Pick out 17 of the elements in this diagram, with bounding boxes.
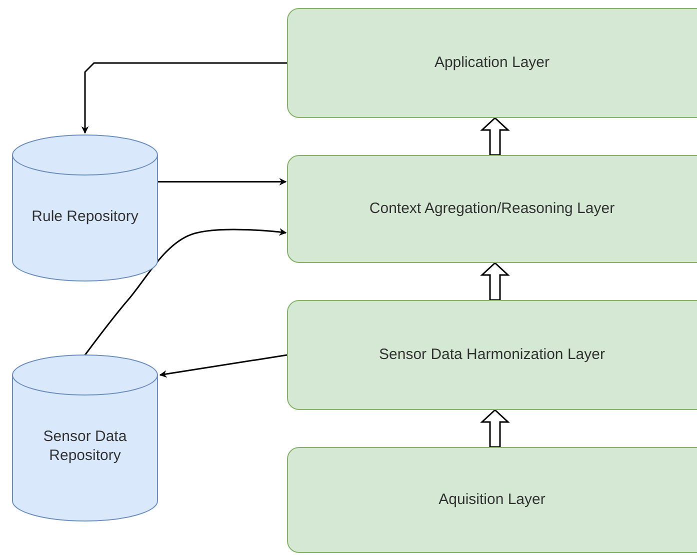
node-label: Context Agregation/Reasoning Layer	[369, 200, 615, 218]
layer-box	[287, 447, 697, 553]
block-arrow	[480, 262, 510, 301]
node-label: Rule Repository	[32, 208, 138, 226]
layer-box	[287, 155, 697, 263]
arrow	[158, 178, 287, 186]
arrow	[81, 62, 287, 134]
arrow	[159, 354, 288, 378]
arrow	[84, 228, 287, 356]
block-arrow	[480, 408, 510, 448]
node-label: Application Layer	[434, 54, 550, 72]
layer-box	[287, 300, 697, 410]
block-arrow	[480, 116, 510, 156]
node-label: Sensor Data Repository	[42, 428, 128, 466]
node-label: Aquisition Layer	[438, 490, 546, 510]
node-label: Sensor Data Harmonization Layer	[379, 346, 605, 364]
layer-box	[287, 8, 697, 118]
